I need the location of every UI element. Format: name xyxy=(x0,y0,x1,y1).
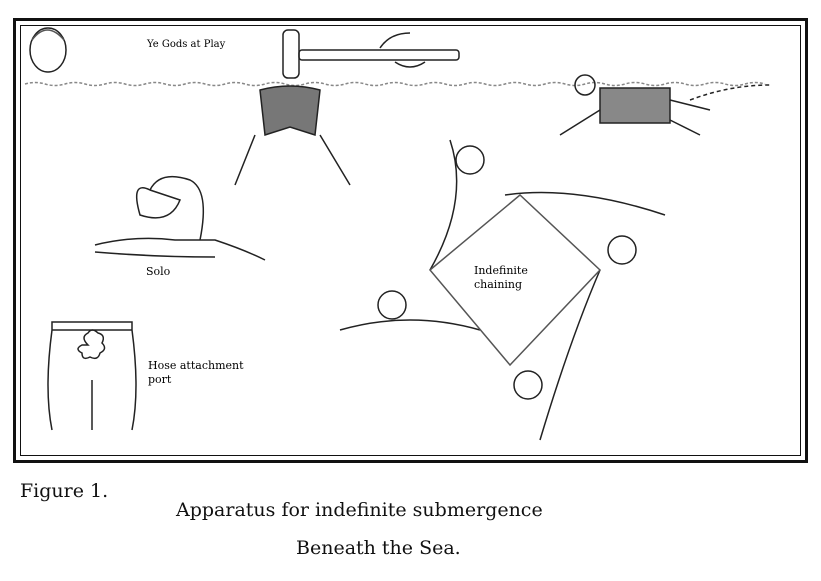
inner-border xyxy=(20,25,801,456)
figure-number: Figure 1. xyxy=(20,480,109,502)
label-solo: Solo xyxy=(146,265,171,278)
label-hose-line1: Hose attachment xyxy=(148,359,244,372)
label-chaining-line1: Indefinite xyxy=(474,264,528,277)
water-surface xyxy=(24,81,766,87)
solo-diver xyxy=(94,175,266,261)
caption-title-line2: Beneath the Sea. xyxy=(296,537,461,559)
illustration-frame xyxy=(13,18,808,463)
hammer xyxy=(282,29,460,79)
label-hose-attachment-port: Hose attachment port xyxy=(148,359,244,387)
label-indefinite-chaining: Indefinite chaining xyxy=(474,264,528,292)
label-hose-line2: port xyxy=(148,373,172,386)
label-ye-gods-at-play: Ye Gods at Play xyxy=(147,39,226,50)
diver-legs-up xyxy=(234,85,351,186)
swimmer xyxy=(559,74,771,136)
label-chaining-line2: chaining xyxy=(474,278,523,291)
chained-divers xyxy=(339,139,666,441)
god-head xyxy=(29,27,67,73)
caption-title-line1: Apparatus for indefinite submergence xyxy=(176,499,543,521)
hose-port-trousers xyxy=(47,321,137,431)
